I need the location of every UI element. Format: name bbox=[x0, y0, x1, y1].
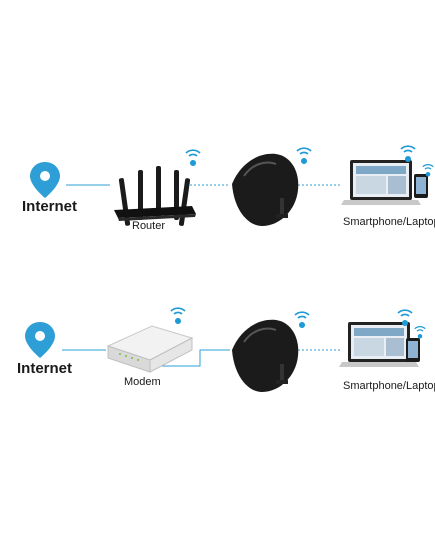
row-router bbox=[30, 145, 434, 226]
router-icon bbox=[114, 166, 196, 226]
wifi-icon bbox=[185, 149, 201, 167]
client-label: Smartphone/Laptop bbox=[343, 380, 435, 392]
location-pin-icon bbox=[30, 162, 60, 198]
laptop-icon bbox=[339, 322, 419, 367]
wifi-icon bbox=[400, 145, 416, 163]
client-label: Smartphone/Laptop bbox=[343, 216, 435, 228]
router-label: Router bbox=[132, 220, 166, 232]
wifi-icon bbox=[170, 307, 186, 325]
smartphone-icon bbox=[406, 338, 420, 362]
smartphone-icon bbox=[414, 174, 428, 198]
wifi-extender-icon bbox=[232, 153, 299, 226]
internet-label: Internet bbox=[17, 360, 73, 377]
wifi-extender-icon bbox=[232, 319, 299, 392]
modem-icon bbox=[106, 325, 194, 373]
row-modem bbox=[25, 307, 426, 392]
modem-label: Modem bbox=[124, 376, 161, 388]
link-modem-extender bbox=[158, 349, 230, 367]
location-pin-icon bbox=[25, 322, 55, 358]
laptop-icon bbox=[341, 160, 421, 205]
wifi-icon bbox=[296, 147, 312, 165]
wifi-icon bbox=[294, 311, 310, 329]
wifi-icon bbox=[414, 326, 426, 340]
internet-label: Internet bbox=[22, 198, 78, 215]
